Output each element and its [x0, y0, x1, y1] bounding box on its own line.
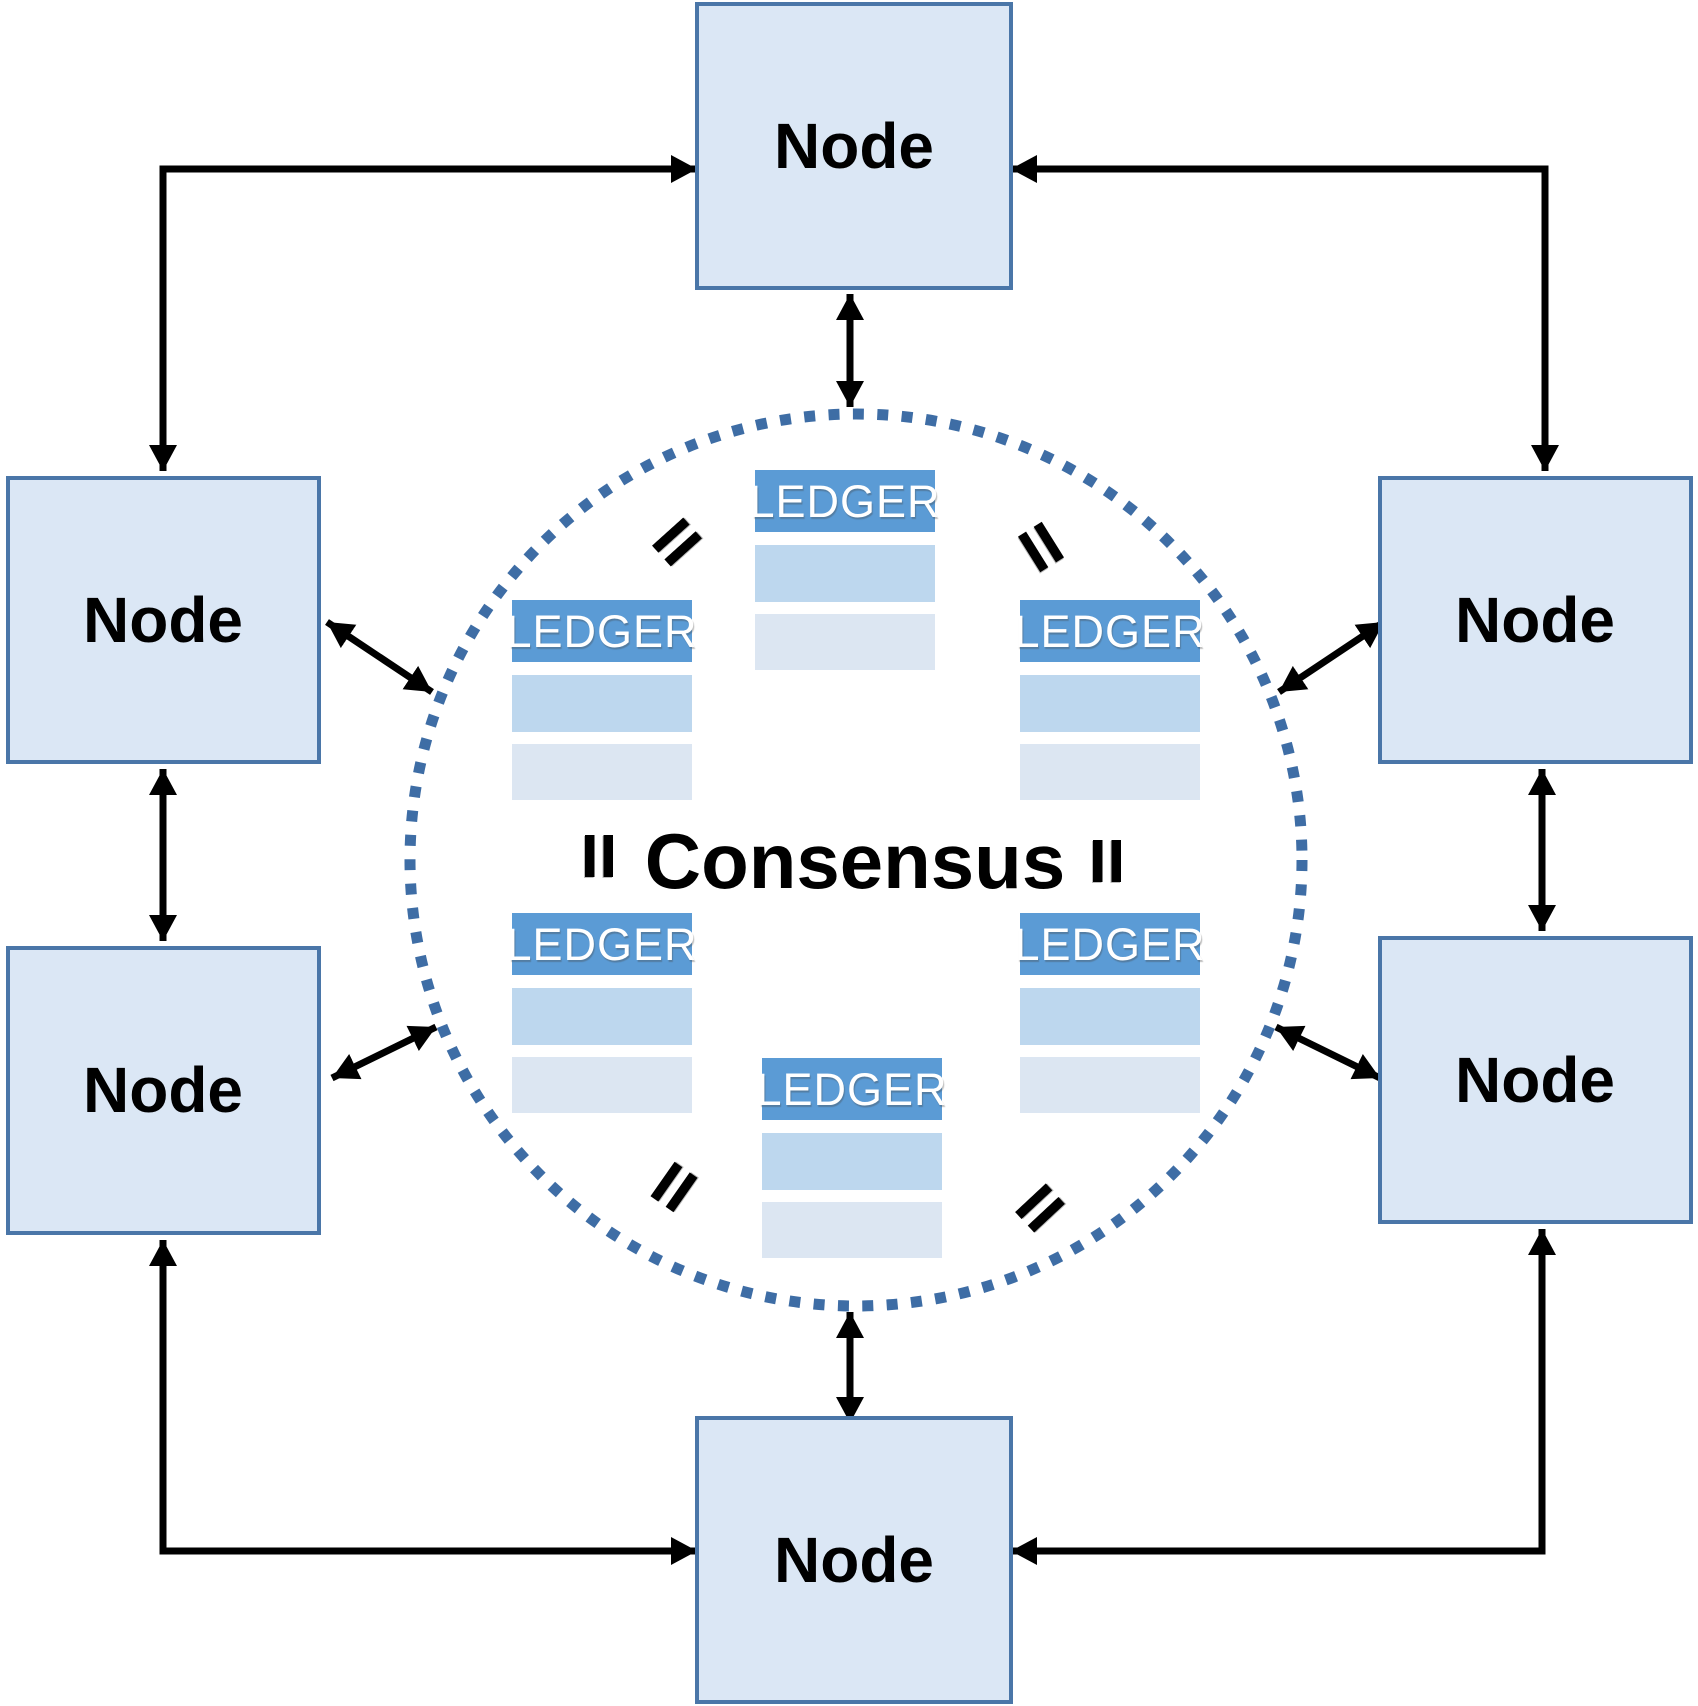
node-right-lower-box [1378, 936, 1693, 1224]
ledger-row [512, 675, 692, 732]
node-right-lower: Node [1378, 936, 1693, 1224]
node-left-lower: Node [6, 946, 321, 1235]
ledger-row [512, 988, 692, 1045]
ledger-row [762, 1202, 942, 1258]
node-left-upper-label: Node [83, 584, 243, 656]
ledger-label: LEDGER [749, 476, 940, 527]
ledger-label: LEDGER [756, 1064, 947, 1115]
node-right-upper: Node [1378, 476, 1693, 764]
node-right-upper-label: Node [1455, 584, 1615, 656]
equals-icon [652, 517, 702, 567]
ledger-row [1020, 744, 1200, 800]
ledger-row [762, 1133, 942, 1190]
arrow-topnode-rightupper [1011, 155, 1559, 471]
equals-bar [664, 531, 702, 567]
equals-icon [1015, 1183, 1065, 1233]
equals-bar [650, 1161, 683, 1202]
node-left-upper-box [6, 476, 321, 764]
ledger-label: LEDGER [506, 606, 697, 657]
ledger-label: LEDGER [1014, 606, 1205, 657]
equals-bar [665, 1172, 698, 1213]
arrow-topnode-leftupper [149, 155, 697, 471]
equals-bar [1027, 1196, 1065, 1233]
node-bottom-box [695, 1416, 1013, 1704]
ledger-header [512, 913, 692, 975]
ledger-row [1020, 988, 1200, 1045]
ledger-row [512, 744, 692, 800]
equals-bar [1017, 531, 1049, 573]
equals-icon [1017, 521, 1065, 573]
arrow-rightlower-circle [1274, 1023, 1382, 1082]
equals-bar [1015, 1183, 1053, 1220]
ledger-header [512, 600, 692, 662]
node-right-lower-label: Node [1455, 1044, 1615, 1116]
node-left-lower-box [6, 946, 321, 1235]
arrow-bottomnode-leftlower [149, 1240, 697, 1565]
arrow-bottomnode-rightlower [1011, 1229, 1556, 1565]
equals-bar [1111, 840, 1121, 882]
node-left-upper: Node [6, 476, 321, 764]
node-top: Node [695, 2, 1013, 290]
equals-bar [585, 835, 595, 877]
ledger-header [762, 1058, 942, 1120]
ledger-lower-right: LEDGER [1014, 913, 1205, 1113]
ledger-label: LEDGER [506, 919, 697, 970]
equals-icon [650, 1161, 698, 1213]
ledger-bottom-center: LEDGER [756, 1058, 947, 1258]
ledger-header [1020, 600, 1200, 662]
arrow-rightupper-circle [1277, 619, 1386, 695]
arrows [149, 155, 1559, 1565]
equals-icon [1093, 840, 1121, 882]
node-top-label: Node [774, 110, 934, 182]
ledger-lower-left: LEDGER [506, 913, 697, 1113]
ledger-header [1020, 913, 1200, 975]
node-bottom: Node [695, 1416, 1013, 1704]
ledger-top-center: LEDGER [749, 470, 940, 670]
arrow-leftlower-circle [330, 1023, 438, 1082]
equals-bar [652, 517, 690, 553]
consensus-circle [404, 408, 1308, 1312]
equals-icon [585, 835, 613, 877]
ledger-row [1020, 675, 1200, 732]
ledger-row [755, 545, 935, 602]
node-right-upper-box [1378, 476, 1693, 764]
arrow-leftupper-circle [325, 619, 434, 695]
equals-bar [1033, 521, 1065, 563]
node-left-lower-label: Node [83, 1054, 243, 1126]
equals-bar [603, 835, 613, 877]
ledger-upper-right: LEDGER [1014, 600, 1205, 800]
ledger-header [755, 470, 935, 532]
ledger-row [512, 1057, 692, 1113]
ledger-row [755, 614, 935, 670]
ledger-row [1020, 1057, 1200, 1113]
node-bottom-label: Node [774, 1524, 934, 1596]
ledger-upper-left: LEDGER [506, 600, 697, 800]
ledger-label: LEDGER [1014, 919, 1205, 970]
node-top-box [695, 2, 1013, 290]
equals-bar [1093, 840, 1103, 882]
consensus-label: Consensus [645, 817, 1065, 905]
